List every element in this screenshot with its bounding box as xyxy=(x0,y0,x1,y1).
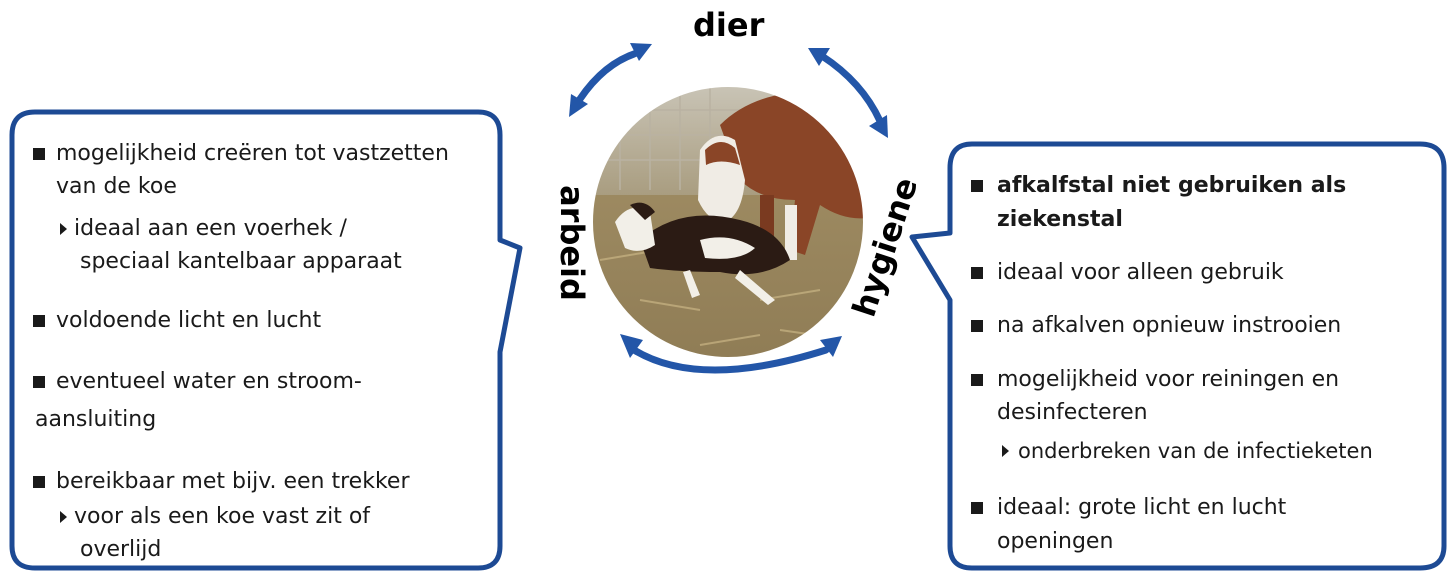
triangle-bullet-icon xyxy=(60,223,67,235)
cow-calf-photo xyxy=(592,86,864,358)
label-arbeid: arbeid xyxy=(553,185,591,301)
bullet-icon xyxy=(971,320,983,332)
right-b4-line2: desinfecteren xyxy=(997,400,1148,425)
right-b5-line2: openingen xyxy=(997,529,1114,554)
left-b1-sub-line1: ideaal aan een voerhek / xyxy=(74,216,347,241)
arrow-bottom xyxy=(620,334,842,374)
right-b1-line2: ziekenstal xyxy=(997,207,1123,232)
right-b2: ideaal voor alleen gebruik xyxy=(997,260,1284,285)
bullet-icon xyxy=(971,502,983,514)
bullet-icon xyxy=(33,148,45,160)
label-dier: dier xyxy=(693,6,765,44)
left-b2: voldoende licht en lucht xyxy=(56,308,322,333)
bullet-icon xyxy=(971,180,983,192)
right-b4-sub: onderbreken van de infectieketen xyxy=(1018,439,1373,463)
left-b1-line2: van de koe xyxy=(56,174,177,199)
right-b3: na afkalven opnieuw instrooien xyxy=(997,313,1342,338)
left-b3-line2: aansluiting xyxy=(35,407,157,432)
right-b4-line1: mogelijkheid voor reiningen en xyxy=(997,367,1340,392)
right-bubble-frame xyxy=(909,141,1447,571)
triangle-bullet-icon xyxy=(60,511,67,523)
left-b1-line1: mogelijkheid creëren tot vastzetten xyxy=(56,141,449,166)
left-b4-sub-line2: overlijd xyxy=(80,537,162,562)
right-b1-line1: afkalfstal niet gebruiken als xyxy=(997,173,1347,198)
bullet-icon xyxy=(971,267,983,279)
bullet-icon xyxy=(33,315,45,327)
bullet-icon xyxy=(33,376,45,388)
left-b1-sub-line2: speciaal kantelbaar apparaat xyxy=(80,249,402,274)
right-b5-line1: ideaal: grote licht en lucht xyxy=(997,495,1287,520)
left-b4: bereikbaar met bijv. een trekker xyxy=(56,469,410,494)
triangle-bullet-icon xyxy=(1002,445,1009,457)
left-b4-sub-line1: voor als een koe vast zit of xyxy=(74,504,371,529)
left-b3-line1: eventueel water en stroom- xyxy=(56,369,362,394)
arrow-top-right xyxy=(808,48,888,138)
bullet-icon xyxy=(33,476,45,488)
arrow-top-left xyxy=(569,43,652,117)
left-bubble-frame xyxy=(9,109,523,571)
bullet-icon xyxy=(971,374,983,386)
